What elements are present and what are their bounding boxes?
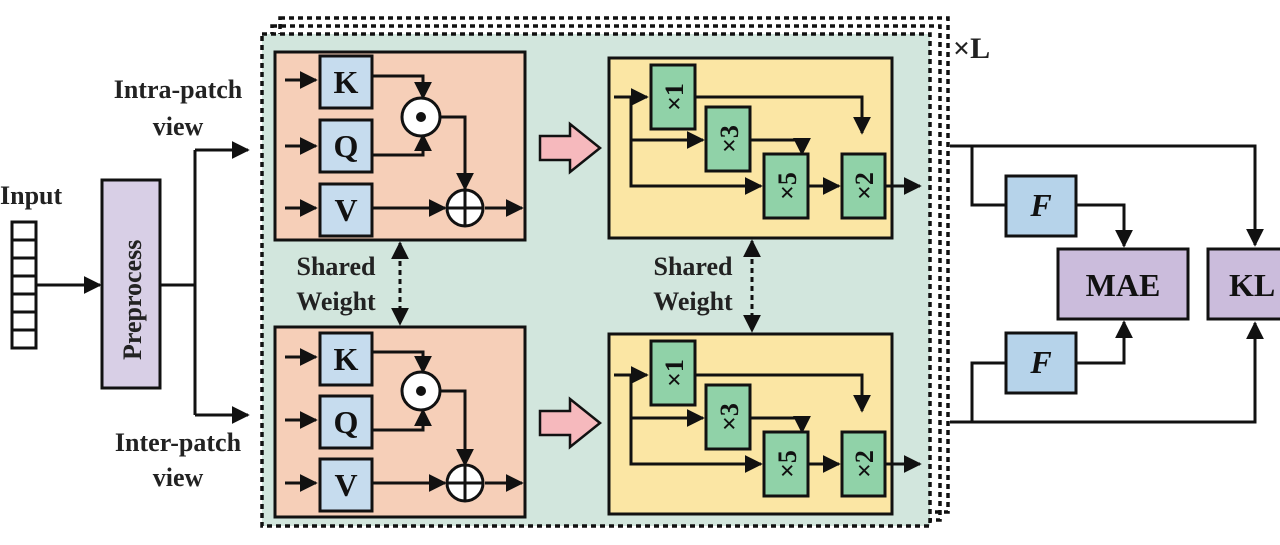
conv-k1-box-bottom [649,339,697,407]
projection-box-bottom [1004,331,1078,395]
conv-k5-box-bottom [762,430,810,498]
conv-k1-label-bottom: ×1 [660,359,689,387]
block-arrow-bottom [538,396,603,450]
shared-weight-label-attention-2: Weight [296,287,376,316]
conv-k2-box-bottom [840,430,887,498]
dot-product-icon-top [400,96,442,138]
conv-k5-label-bottom: ×5 [773,450,802,478]
attention-block-bottom: K Q V [273,325,527,519]
kl-loss-label: KL [1229,267,1275,303]
conv-k3-label-top: ×3 [715,125,744,153]
input-vector [10,220,38,350]
conv-k5-box-top [762,152,810,220]
query-label-bottom: Q [334,404,359,440]
dot-product-icon-bottom [400,370,442,412]
shared-weight-label-attention-1: Shared [297,252,377,281]
conv-k3-label-bottom: ×3 [715,403,744,431]
add-icon-top [445,188,485,228]
repeat-label: ×L [953,32,990,65]
conv-k3-box-top [704,105,752,173]
output-connectors [950,144,1264,424]
intra-view-label-1: Intra-patch [114,75,243,104]
conv-k1-label-top: ×1 [660,83,689,111]
projection-box-top [1004,174,1078,238]
add-icon-bottom [445,463,485,503]
key-label-bottom: K [334,341,359,377]
shared-weight-label-conv-1: Shared [654,252,734,281]
key-box-bottom [318,331,374,387]
conv-k1-box-top [649,63,697,131]
attention-block-top: K Q V [273,50,527,242]
inter-view-label-1: Inter-patch [115,428,242,457]
key-box-top [318,54,374,110]
kl-loss-box [1206,247,1280,321]
value-label-bottom: V [334,467,357,503]
block-arrow-top [538,121,603,175]
value-label-top: V [334,192,357,228]
query-label-top: Q [334,128,359,164]
query-box-bottom [318,394,374,450]
mae-loss-box [1056,247,1190,321]
value-box-top [318,182,374,238]
intra-view-label-2: view [153,112,204,141]
input-label: Input [0,181,62,210]
conv-k3-box-bottom [704,383,752,451]
conv-k2-label-top: ×2 [850,172,879,200]
query-box-top [318,118,374,174]
inter-view-label-2: view [153,463,204,492]
conv-k5-label-top: ×5 [773,172,802,200]
conv-k2-box-top [840,152,887,220]
preprocess-label: Preprocess [118,240,147,360]
conv-block-bottom: ×1 ×3 ×5 ×2 [607,332,922,516]
projection-label-top: F [1029,187,1051,223]
conv-k2-label-bottom: ×2 [850,450,879,478]
value-box-bottom [318,457,374,513]
shared-weight-label-conv-2: Weight [653,287,733,316]
mae-loss-label: MAE [1086,267,1161,303]
conv-block-top: ×1 ×3 ×5 ×2 [607,56,922,240]
view-split-lines [160,141,250,424]
key-label-top: K [334,64,359,100]
projection-label-bottom: F [1029,344,1051,380]
